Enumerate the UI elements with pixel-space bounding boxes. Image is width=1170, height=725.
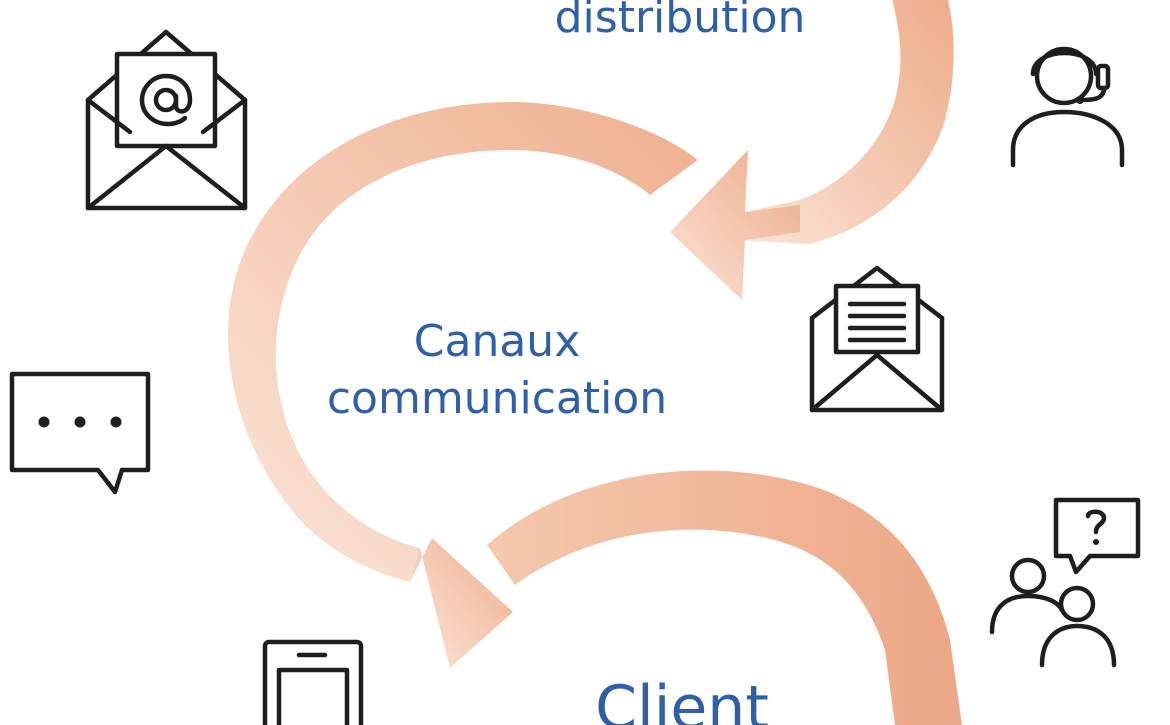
label-distribution: distribution — [555, 0, 806, 43]
chat-bubble-icon — [9, 371, 151, 495]
label-client: Client — [595, 673, 769, 725]
letter-envelope-icon — [809, 265, 945, 413]
headset-agent-icon — [1010, 46, 1125, 168]
top-curved-arrow — [670, 0, 954, 300]
mobile-phone-icon — [262, 639, 364, 725]
label-canaux: Canaux — [414, 316, 580, 367]
email-at-icon — [85, 29, 248, 211]
bottom-curved-arrow — [487, 470, 962, 725]
people-question-icon — [989, 497, 1141, 668]
middle-curved-arrow — [228, 101, 698, 668]
label-communication: communication — [327, 373, 667, 424]
